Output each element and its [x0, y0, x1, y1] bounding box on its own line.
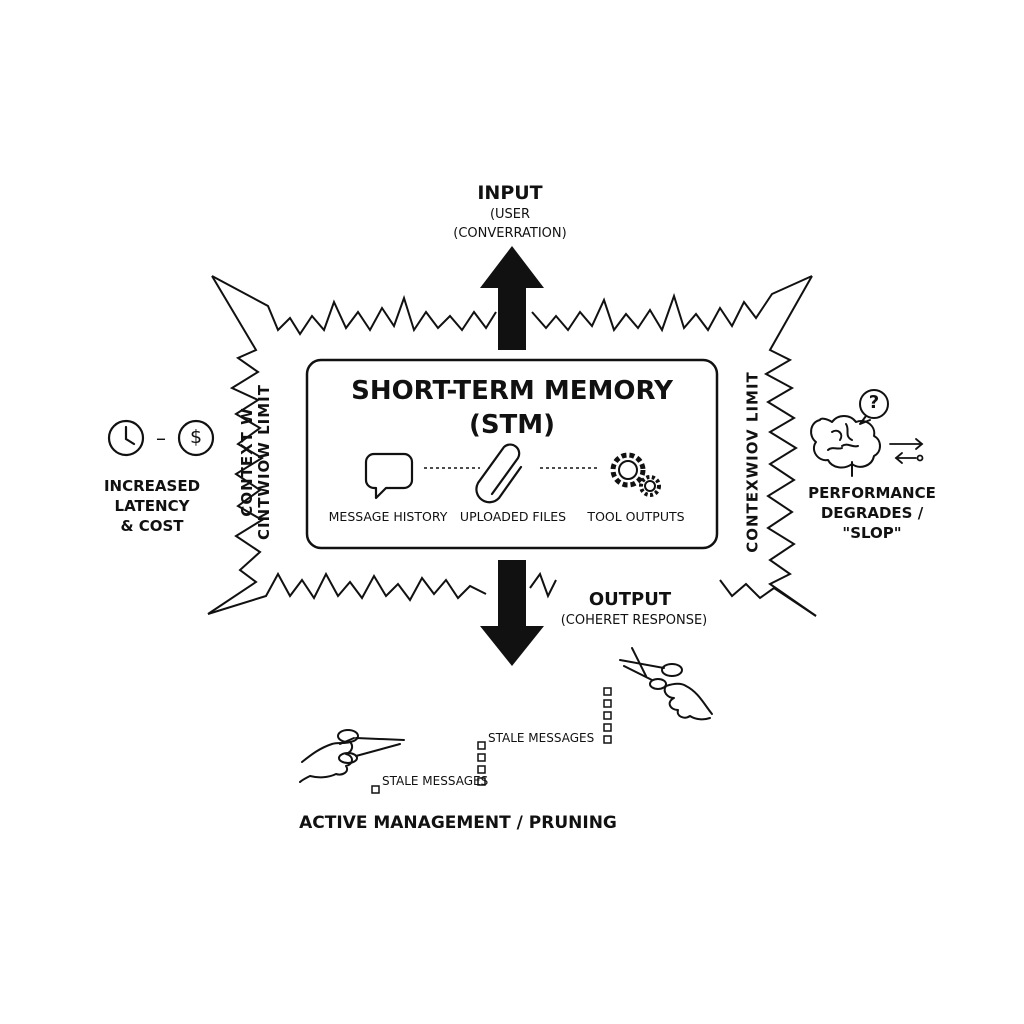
- performance-line1: PERFORMANCE: [808, 484, 936, 502]
- scissors-hand-right-icon: [619, 647, 713, 721]
- brain-question-icon: [810, 389, 889, 477]
- scissors-hand-left-icon: [299, 729, 405, 783]
- input-title: INPUT: [477, 182, 543, 204]
- latency-line2: LATENCY: [114, 497, 190, 515]
- latency-line3: & COST: [120, 517, 184, 535]
- input-subtitle-line1: (USER: [489, 207, 531, 222]
- output-subtitle: (COHERET RESPONSE): [560, 613, 708, 628]
- context-limit-left-line2: CINTWIOW LIMIT: [255, 384, 273, 540]
- input-subtitle-line2: (CONVERRATION): [453, 226, 567, 241]
- pruning-footer: ACTIVE MANAGEMENT / PRUNING: [299, 813, 617, 833]
- output-arrow: [480, 560, 544, 666]
- dollar-sign-glyph: $: [189, 426, 203, 448]
- clock-icon: [107, 419, 145, 457]
- context-limit-left-line1: CONTEXT W: [237, 407, 256, 517]
- stm-title: SHORT-TERM MEMORY: [351, 376, 673, 406]
- performance-line2: DEGRADES /: [820, 504, 924, 522]
- swap-arrows-icon: [889, 438, 924, 464]
- gears-icon: [610, 452, 661, 497]
- stm-item-tool-outputs: TOOL OUTPUTS: [587, 509, 685, 524]
- context-limit-left-label: CONTEXT W CINTWIOW LIMIT: [237, 384, 274, 540]
- latency-dash: –: [156, 426, 166, 450]
- stm-subtitle: (STM): [468, 410, 556, 440]
- context-boundary-bottom: [207, 571, 817, 617]
- stale-messages-lower: STALE MESSAGES: [382, 774, 489, 788]
- stale-messages-upper: STALE MESSAGES: [488, 731, 595, 745]
- stm-box: [305, 358, 719, 550]
- question-mark-glyph: ?: [868, 392, 880, 413]
- context-limit-right-line1: CONTEXWIOV LIMIT: [743, 371, 762, 553]
- performance-line3: "SLOP": [842, 524, 902, 542]
- input-arrow: [480, 246, 544, 350]
- speech-bubble-icon: [364, 452, 414, 500]
- stm-item-uploaded-files: UPLOADED FILES: [459, 509, 567, 524]
- latency-line1: INCREASED: [103, 477, 201, 495]
- output-title: OUTPUT: [588, 589, 672, 610]
- stale-message-squares: [371, 687, 612, 794]
- stm-item-message-history: MESSAGE HISTORY: [328, 509, 448, 524]
- paperclip-icon: [475, 443, 523, 504]
- dollar-icon: [177, 419, 215, 457]
- context-boundary-top: [211, 275, 813, 336]
- context-boundary-right: [763, 275, 817, 617]
- context-limit-right-label: CONTEXWIOV LIMIT: [743, 371, 762, 553]
- context-boundary-left: [207, 275, 264, 615]
